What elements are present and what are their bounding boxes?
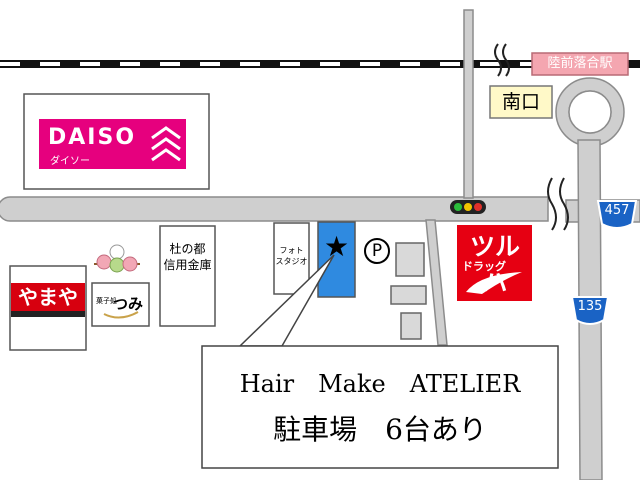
sweets-shop [91,282,150,327]
bank-building [159,225,216,327]
main-road [0,196,640,223]
station-road [463,9,474,199]
destination-star-icon: ★ [323,230,350,263]
route-457-number: 457 [604,203,630,218]
yamaya-store [9,265,87,351]
callout-box [201,345,559,469]
photo-studio-line2: スタジオ [275,257,308,266]
tsuruha-logo-text: ツルハ [469,232,520,297]
salon-name: Hair Make ATELIER [239,370,521,398]
daiso-sub-text: ダイソー [50,156,90,167]
destination-building [317,221,356,298]
photo-studio-building [273,222,310,295]
dango-icon [94,244,140,273]
tsuruha-store [457,225,532,301]
photo-studio-line1: フォト [279,246,304,255]
station-sign [531,52,629,76]
station-exit-sign [489,85,553,119]
parking-symbol-circle [364,238,390,264]
small-buildings [390,242,427,340]
parking-symbol: P [371,241,383,261]
route-135-number: 135 [577,299,603,314]
road-break-marks [494,43,569,231]
daiso-store [23,93,210,190]
bank-name-line1: 杜の都 [169,242,206,256]
daiso-chevron-icon [151,126,181,162]
station-name: 陸前落合駅 [547,56,613,71]
route-135-shield-icon [570,296,610,325]
daiso-logo-text: DAISO [48,125,137,150]
parking-info: 駐車場 6台あり [273,413,487,446]
traffic-signal-icon [450,200,486,214]
yamaya-logo-text: やまや [18,285,78,309]
bank-name-line2: 信用金庫 [163,258,212,272]
side-road [425,219,448,346]
route-457-shield-icon [596,200,638,229]
tsuruha-sub-text: ドラッグ [462,260,506,273]
sweets-small-text: 菓子処 [96,297,117,305]
route-135-road [568,90,612,480]
station-exit: 南口 [501,91,540,113]
sweets-logo-text: つみ [113,295,144,313]
